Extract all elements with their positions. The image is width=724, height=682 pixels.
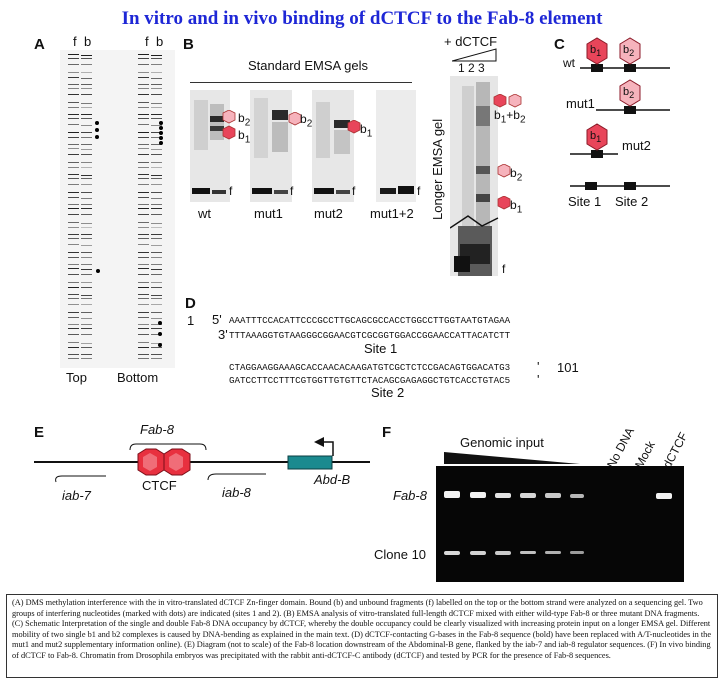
seq1-bottom: TTTAAAGGTGTAAGGGCGGAACGTCGCGGTGGACCGGAAC… [229,330,511,341]
site2-label: Site 2 [371,385,405,400]
seq-end-number: 101 [557,360,579,375]
longer-b1b2-label: b1+b2 [494,108,526,126]
standard-emsa-rule [190,82,412,83]
mut1-hexagon-marker [288,112,302,126]
c-hex-b1-mut2: b1 [590,130,602,145]
fab8-band-4 [520,493,536,498]
agarose-gel [436,466,684,582]
b1b2-hexagon-markers [493,94,522,108]
clone10-band-1 [444,551,460,555]
wt-hexagon-markers [222,110,236,140]
panel-b-label: B [183,36,194,53]
seq1-bottom-prefix: 3' [218,327,228,342]
mut12-f-label: f [417,184,421,198]
sequencing-gel-bottom-bands [138,54,162,359]
longer-emsa-title: Longer EMSA gel [430,118,445,220]
longer-f-label: f [502,262,506,276]
c-hex-b2-wt: b2 [623,44,635,59]
locus-diagram [34,437,370,483]
clone10-band-6 [570,551,584,554]
clone10-row-label: Clone 10 [374,547,427,562]
seq2-bottom-suffix: ' [537,372,540,387]
titration-wedge [452,48,497,62]
lane-label-b: b [84,34,92,49]
seq2-top: CTAGGAAGGAAAGCACCAACACAAGATGTCGCTCTCCGAC… [229,362,511,373]
ctcf-label: CTCF [142,478,177,493]
wt-b1-label: b1 [238,128,251,146]
site1-label: Site 1 [364,341,398,356]
seq1-top: AAATTTCCACATTCCCGCCTTGCAGCGCCACCTGGCCTTG… [229,315,511,326]
lane-label-f: f [73,34,77,49]
wt-b2-label: b2 [238,111,251,129]
c-hex-b2-mut1: b2 [623,86,635,101]
c-mut1-label: mut1 [566,96,595,111]
mut1-f-label: f [290,184,294,198]
panel-a-top-label: Top [66,370,87,385]
lane-label-b-bottom: b [156,34,164,49]
fab8-band-2 [470,492,486,498]
seq1-top-prefix: 5' [212,312,222,327]
fab8-band-3 [495,493,511,498]
longer-b1-hexagon [497,196,511,210]
panel-f-label: F [382,424,392,441]
iab8-label: iab-8 [222,485,251,500]
lane-label-f-bottom: f [145,34,149,49]
clone10-band-5 [545,551,561,554]
fab8-label: Fab-8 [140,422,174,437]
gel-label-mut1: mut1 [254,206,283,221]
longer-b2-label: b2 [510,166,523,184]
mut1-b2-label: b2 [300,112,313,130]
clone10-band-4 [520,551,536,554]
standard-emsa-gels [190,90,416,202]
iab7-label: iab-7 [62,488,91,503]
longer-b2-hexagon [497,164,511,178]
fab8-row-label: Fab-8 [393,488,427,503]
fab8-band-1 [444,491,460,498]
mut2-f-label: f [352,184,356,198]
figure-title: In vitro and in vivo binding of dCTCF to… [121,8,603,29]
fab8-band-5 [545,493,561,498]
c-wt-label: wt [563,56,575,70]
mut2-b1-label: b1 [360,122,373,140]
longer-b1-label: b1 [510,198,523,216]
fab8-band-6 [570,494,584,498]
panel-e-label: E [34,424,45,441]
panel-c-label: C [554,36,565,53]
mut2-hexagon-marker [347,120,361,134]
dctcf-titration-label: + dCTCF [444,34,498,49]
seq-start-number: 1 [187,313,195,328]
c-hex-b1-wt: b1 [590,44,602,59]
wt-f-label: f [229,184,233,198]
panel-d-label: D [185,295,196,312]
gel-label-mut2: mut2 [314,206,343,221]
fab8-band-dctcf [656,493,672,499]
occupancy-schematic [570,37,670,190]
sequencing-gel [60,50,175,368]
c-site1-label: Site 1 [568,194,602,209]
genomic-input-label: Genomic input [460,435,544,450]
clone10-band-2 [470,551,486,555]
abdb-label: Abd-B [314,472,351,487]
sequencing-gel-top-bands [68,54,92,359]
standard-emsa-title: Standard EMSA gels [248,58,368,73]
clone10-band-3 [495,551,511,555]
genomic-input-wedge [444,452,580,464]
panel-a-bottom-label: Bottom [117,370,159,385]
gel-label-mut12: mut1+2 [370,206,414,221]
c-site2-label: Site 2 [615,194,649,209]
seq2-top-suffix: ' [537,359,540,374]
gel-label-wt: wt [198,206,211,221]
seq2-bottom: GATCCTTCCTTTCGTGGTTGTGTTCTACAGCGAGAGGCTG… [229,375,511,386]
c-mut2-label: mut2 [622,138,651,153]
panel-a-label: A [34,36,45,53]
lane-numbers: 1 2 3 [458,61,485,75]
figure-caption: (A) DMS methylation interference with th… [6,594,718,678]
dctcf-chip-label: dCTCF [660,429,691,471]
longer-emsa-gel [450,76,499,276]
